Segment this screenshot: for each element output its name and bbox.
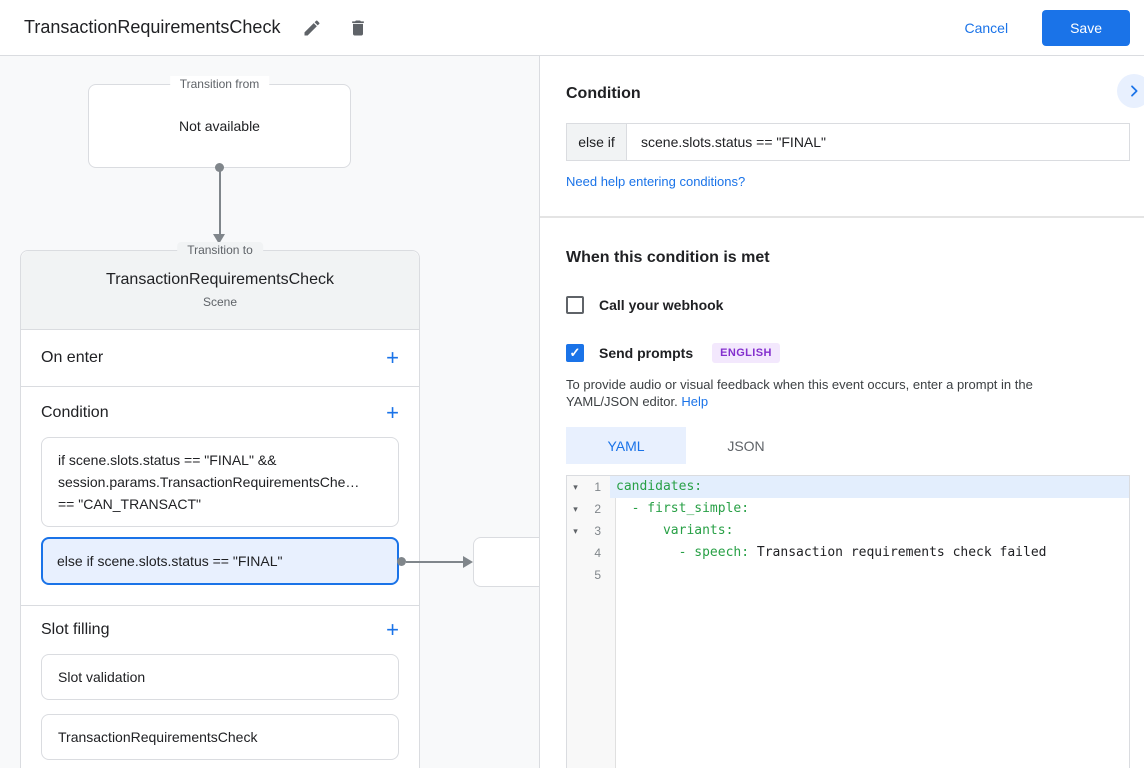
code-line[interactable]: ▾ 2 - first_simple: (567, 498, 1129, 520)
fold-spacer (567, 564, 584, 586)
transition-from-node[interactable]: Transition from Not available (88, 76, 351, 168)
code-line[interactable]: 5 (567, 564, 1129, 586)
chevron-right-icon (1126, 83, 1142, 99)
condition-section-label: Condition (41, 404, 109, 421)
send-prompts-checkbox[interactable]: ✓ (566, 344, 584, 362)
line-number: 3 (594, 524, 601, 538)
tab-yaml[interactable]: YAML (566, 427, 686, 464)
condition-item-selected[interactable]: else if scene.slots.status == "FINAL" (41, 537, 399, 585)
slot-filling-label: Slot filling (41, 621, 110, 638)
cancel-button[interactable]: Cancel (964, 19, 1009, 36)
arrowhead-right-icon (463, 556, 473, 568)
pencil-icon (302, 18, 322, 38)
editor-gutter (567, 476, 616, 768)
add-on-enter-button[interactable]: + (386, 347, 399, 369)
save-button[interactable]: Save (1042, 9, 1130, 46)
line-number: 1 (594, 480, 601, 494)
connector-dot (397, 557, 406, 566)
plus-icon: + (386, 617, 399, 642)
line-number: 2 (594, 502, 601, 516)
condition-line: session.params.TransactionRequirementsCh… (58, 474, 360, 490)
condition-line: == "CAN_TRANSACT" (58, 496, 201, 512)
check-icon: ✓ (569, 345, 581, 360)
trash-icon (348, 18, 368, 38)
scene-card-header[interactable]: Transition to TransactionRequirementsChe… (21, 242, 419, 330)
code-line[interactable]: ▾ 3 variants: (567, 520, 1129, 542)
code-line[interactable]: ▾ 1 candidates: (567, 476, 1129, 498)
plus-icon: + (386, 345, 399, 370)
condition-item[interactable]: if scene.slots.status == "FINAL" && sess… (41, 437, 399, 527)
plus-icon: + (386, 400, 399, 425)
on-enter-section[interactable]: On enter + (21, 330, 419, 387)
add-condition-button[interactable]: + (386, 402, 399, 424)
page-title: TransactionRequirementsCheck (24, 17, 281, 37)
slot-item-label: Slot validation (58, 669, 146, 685)
prompts-description-text: To provide audio or visual feedback when… (566, 377, 1033, 409)
line-number: 5 (594, 568, 601, 582)
fold-toggle-icon[interactable]: ▾ (573, 526, 578, 536)
scene-flow-canvas: Transition from Not available Transition… (0, 56, 540, 768)
help-link[interactable]: Help (681, 394, 709, 409)
transition-from-legend: Transition from (169, 76, 270, 93)
scene-card-subtitle: Scene (202, 295, 238, 309)
slot-item-label: TransactionRequirementsCheck (58, 729, 258, 745)
add-slot-button[interactable]: + (386, 619, 399, 641)
slot-item[interactable]: Slot validation (41, 654, 399, 700)
connector-line (406, 561, 464, 563)
arrowhead-down-icon (213, 234, 225, 244)
delete-scene-button[interactable] (344, 14, 372, 42)
connector-line (218, 168, 221, 236)
scene-card: Transition to TransactionRequirementsChe… (20, 242, 420, 768)
code-text: candidates: (610, 476, 1129, 498)
condition-section: Condition + if scene.slots.status == "FI… (21, 387, 419, 606)
fold-toggle-icon[interactable]: ▾ (573, 482, 578, 492)
code-editor-lines: ▾ 1 candidates: ▾ 2 - first_simple: ▾ 3 varian… (567, 476, 1129, 586)
collapse-panel-button[interactable] (1117, 74, 1144, 108)
code-text (610, 564, 1129, 586)
transition-target-node[interactable] (473, 537, 539, 587)
code-line[interactable]: 4 - speech: Transaction requirements che… (567, 542, 1129, 564)
scene-card-title: TransactionRequirementsCheck (106, 271, 334, 288)
condition-input-row: else if (566, 123, 1130, 161)
slot-item[interactable]: TransactionRequirementsCheck (41, 714, 399, 760)
panel-heading: Condition (566, 85, 641, 102)
fold-spacer (567, 542, 584, 564)
webhook-row: Call your webhook (566, 296, 1130, 314)
fold-toggle-icon[interactable]: ▾ (573, 504, 578, 514)
connector-dot (215, 163, 224, 172)
slot-filling-section: Slot filling + Slot validation Transacti… (21, 606, 419, 768)
transition-to-legend: Transition to (177, 242, 263, 259)
condition-help-link[interactable]: Need help entering conditions? (566, 174, 746, 189)
code-text: - speech: Transaction requirements check… (678, 545, 1047, 560)
send-prompts-row: ✓ Send prompts ENGLISH (566, 343, 1130, 363)
tab-json[interactable]: JSON (727, 437, 765, 454)
line-number: 4 (594, 546, 601, 560)
condition-prefix-label: else if (566, 123, 626, 161)
topbar: TransactionRequirementsCheck Cancel Save (0, 0, 1144, 56)
when-condition-heading: When this condition is met (566, 249, 770, 266)
code-editor[interactable]: ▾ 1 candidates: ▾ 2 - first_simple: ▾ 3 varian… (566, 475, 1130, 768)
code-text: variants: (662, 523, 734, 538)
editor-tabs: YAML JSON (566, 427, 1130, 464)
condition-panel: Condition else if Need help entering con… (540, 56, 1144, 768)
send-prompts-label: Send prompts (599, 345, 694, 361)
webhook-checkbox[interactable] (566, 296, 584, 314)
on-enter-label: On enter (41, 349, 104, 366)
edit-scene-button[interactable] (298, 14, 326, 42)
condition-expression-input[interactable] (626, 123, 1130, 161)
condition-text: else if scene.slots.status == "FINAL" (57, 553, 283, 569)
condition-line: if scene.slots.status == "FINAL" && (58, 452, 277, 468)
language-badge: ENGLISH (712, 343, 780, 363)
panel-divider (540, 216, 1144, 218)
prompts-description: To provide audio or visual feedback when… (566, 376, 1074, 410)
code-text: - first_simple: (631, 501, 750, 516)
webhook-label: Call your webhook (599, 297, 724, 313)
transition-from-content: Not available (179, 118, 260, 134)
